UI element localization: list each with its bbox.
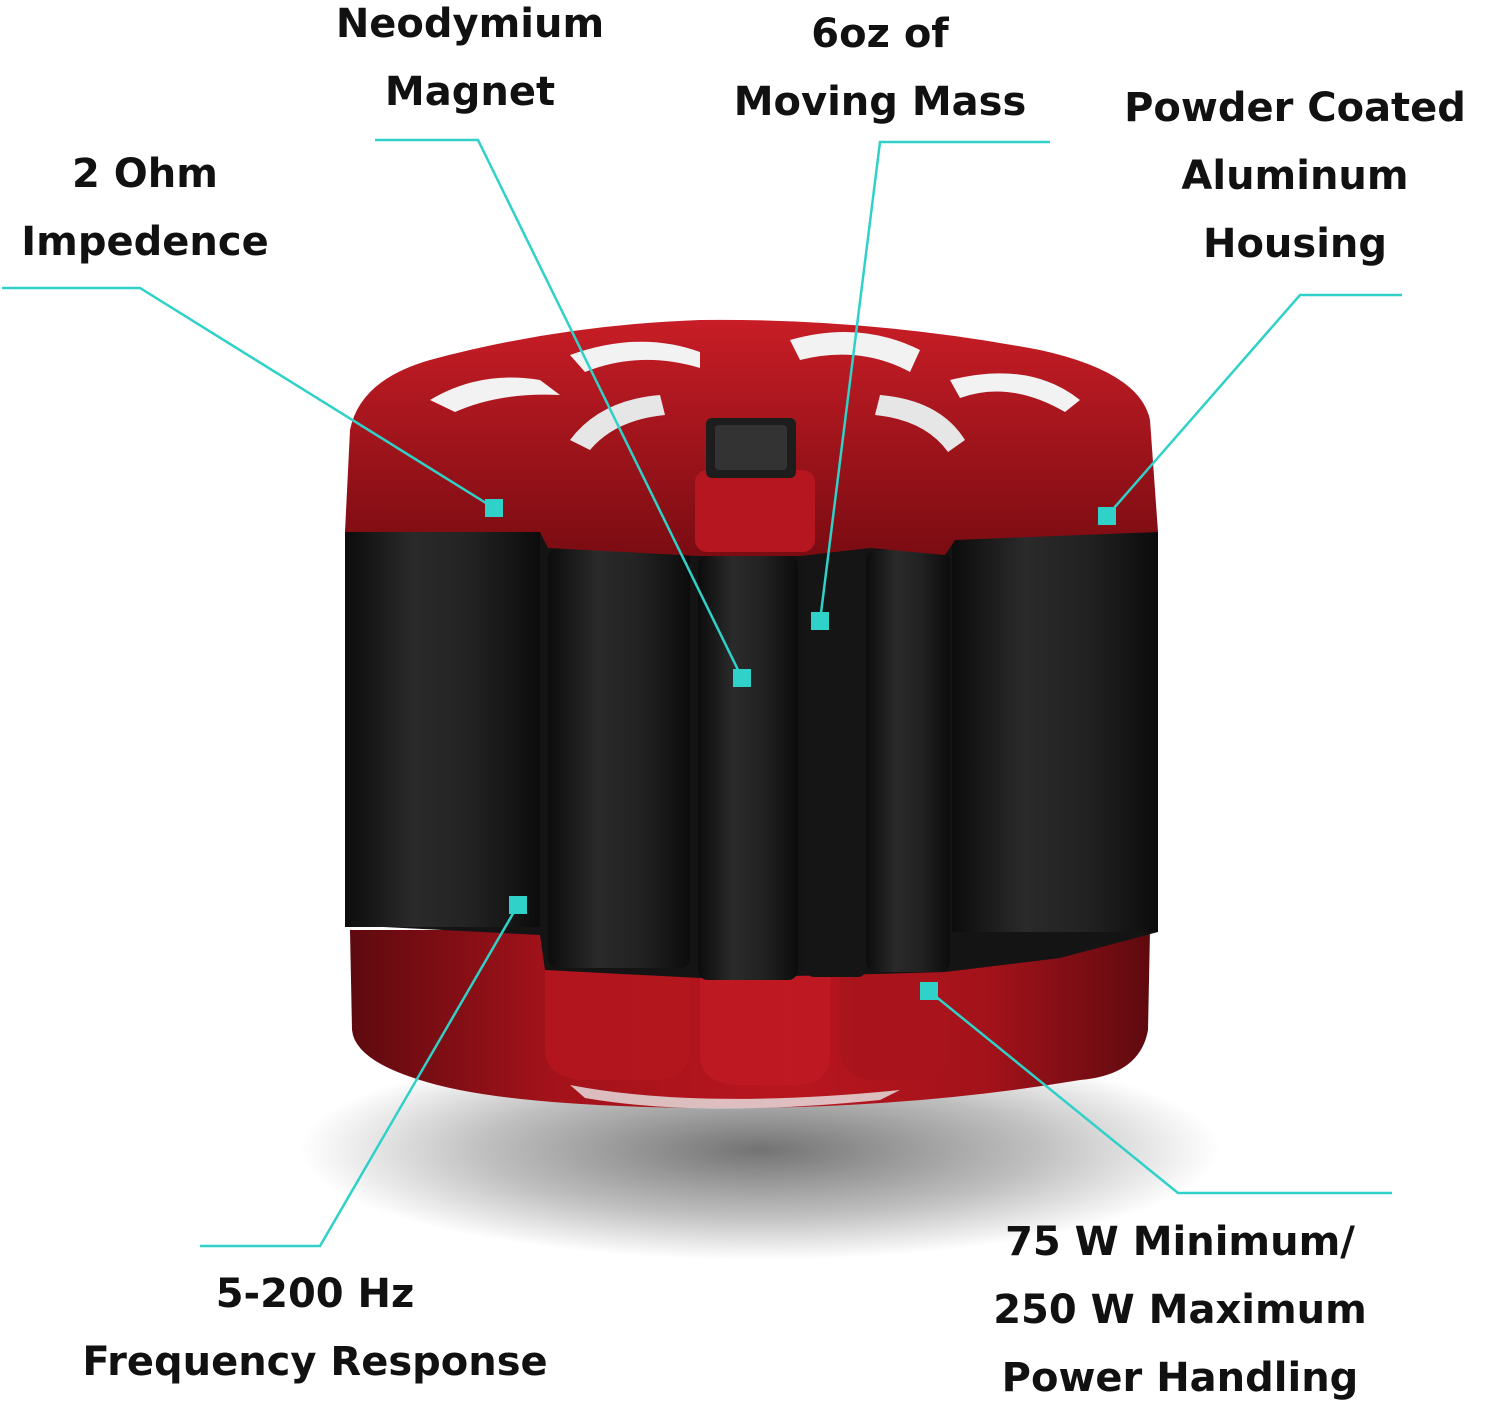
frequency-leader-line: [200, 904, 520, 1248]
neodymium-line1: Neodymium: [335, 1, 605, 47]
impedance-leader-line: [2, 286, 495, 510]
housing-leader-line: [1106, 293, 1402, 517]
power-line1: 75 W Minimum/: [1005, 1219, 1355, 1265]
power-line2: 250 W Maximum: [993, 1287, 1367, 1333]
housing-line2: Aluminum: [1181, 153, 1409, 199]
neodymium-line2: Magnet: [384, 69, 556, 115]
power-leader-line: [928, 990, 1392, 1195]
housing-marker: [1098, 507, 1116, 525]
frequency-marker: [509, 896, 527, 914]
impedance-marker: [485, 499, 503, 517]
frequency-line1: 5-200 Hz: [215, 1271, 415, 1317]
housing-label: Powder Coated Aluminum Housing: [1090, 74, 1500, 278]
housing-line1: Powder Coated: [1124, 85, 1466, 131]
frequency-label: 5-200 Hz Frequency Response: [30, 1260, 600, 1396]
power-line3: Power Handling: [1001, 1355, 1359, 1401]
neodymium-magnet-label: Neodymium Magnet: [300, 0, 640, 126]
impedance-line1: 2 Ohm: [72, 151, 218, 197]
neodymium-marker: [733, 669, 751, 687]
moving-mass-line1: 6oz of: [811, 11, 949, 57]
power-handling-label: 75 W Minimum/ 250 W Maximum Power Handli…: [950, 1208, 1410, 1412]
callout-markers: [485, 499, 1116, 1000]
impedance-line2: Impedence: [21, 219, 269, 265]
callout-lines: [2, 138, 1402, 1248]
transducer-product-image: [345, 319, 1158, 1109]
frequency-line2: Frequency Response: [82, 1339, 548, 1385]
moving-mass-marker: [811, 612, 829, 630]
impedance-label: 2 Ohm Impedence: [0, 140, 290, 276]
moving-mass-leader-line: [818, 140, 1050, 622]
neodymium-leader-line: [375, 138, 744, 679]
moving-mass-label: 6oz of Moving Mass: [700, 0, 1060, 136]
power-marker: [920, 982, 938, 1000]
moving-mass-line2: Moving Mass: [733, 79, 1027, 125]
housing-line3: Housing: [1202, 221, 1388, 267]
